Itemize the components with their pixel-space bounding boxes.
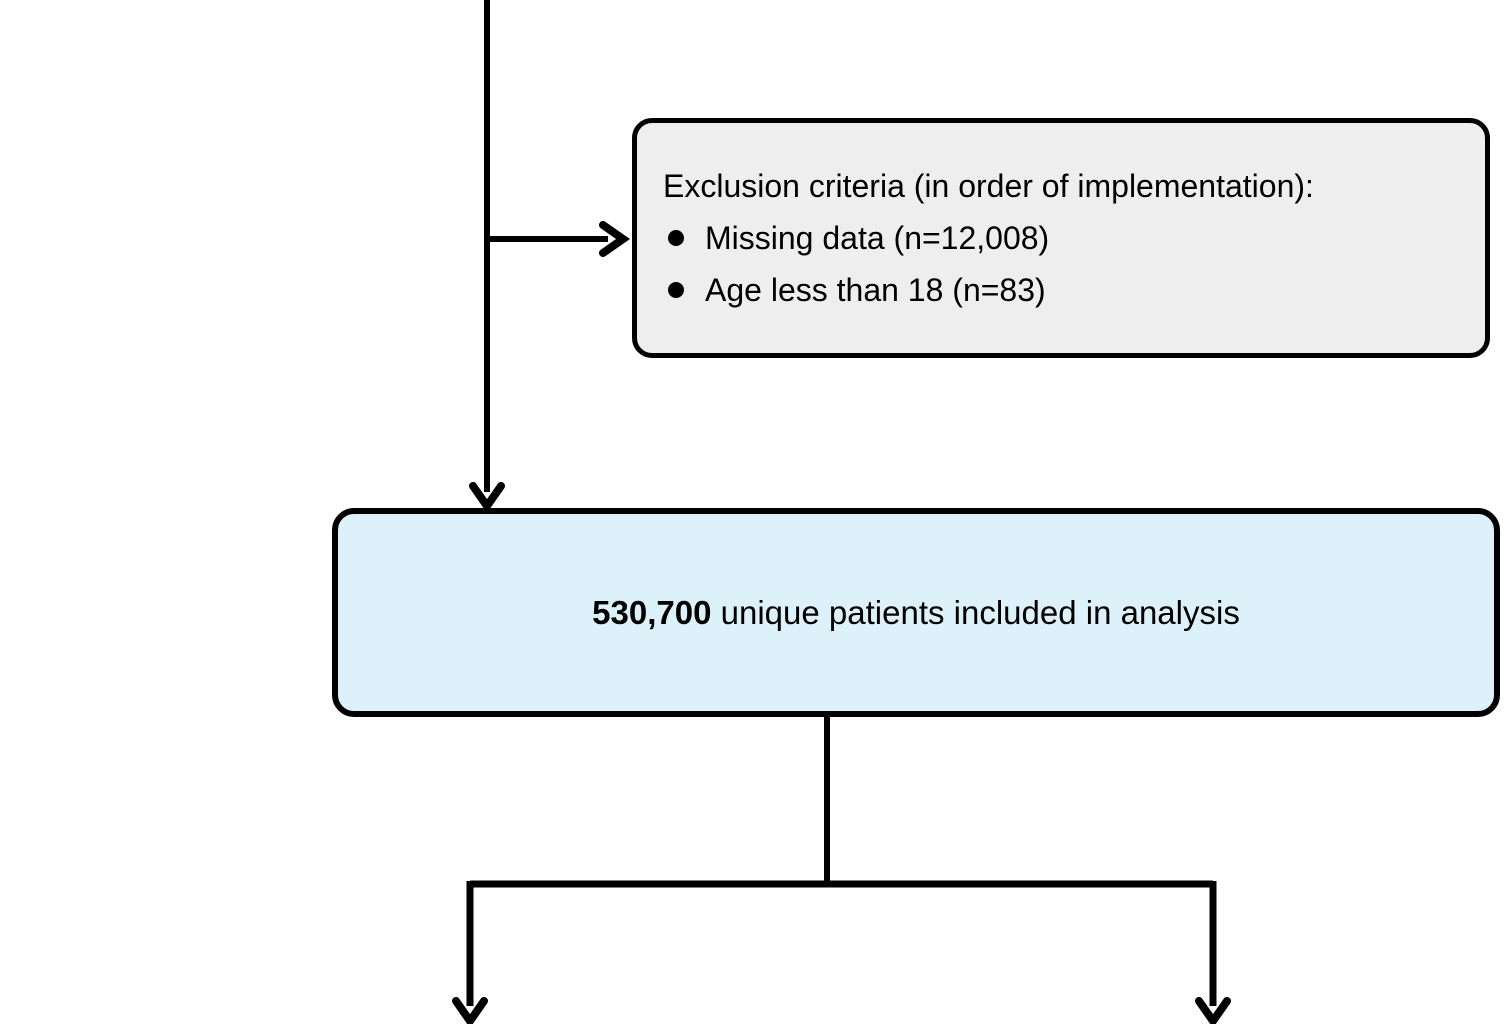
exclusion-item-label: Missing data (n=12,008) — [705, 220, 1050, 256]
bullet-icon — [668, 230, 684, 246]
patient-count-label: unique patients included in analysis — [720, 593, 1240, 631]
arrowhead-down-right-icon — [1195, 997, 1231, 1024]
exclusion-item: Age less than 18 (n=83) — [663, 264, 1465, 316]
exclusion-item: Missing data (n=12,008) — [663, 212, 1465, 264]
exclusion-item-label: Age less than 18 (n=83) — [705, 272, 1046, 308]
arrowhead-right-into-exclusion-icon — [599, 221, 630, 257]
analysis-population-text: 530,700 unique patients included in anal… — [592, 594, 1240, 632]
analysis-population-box: 530,700 unique patients included in anal… — [332, 508, 1500, 717]
exclusion-criteria-title: Exclusion criteria (in order of implemen… — [663, 168, 1314, 204]
bullet-icon — [668, 282, 684, 298]
patient-count: 530,700 — [592, 593, 712, 631]
exclusion-criteria-box: Exclusion criteria (in order of implemen… — [632, 118, 1490, 358]
arrowhead-down-into-analysis-icon — [469, 482, 505, 513]
arrowhead-down-left-icon — [452, 997, 488, 1024]
